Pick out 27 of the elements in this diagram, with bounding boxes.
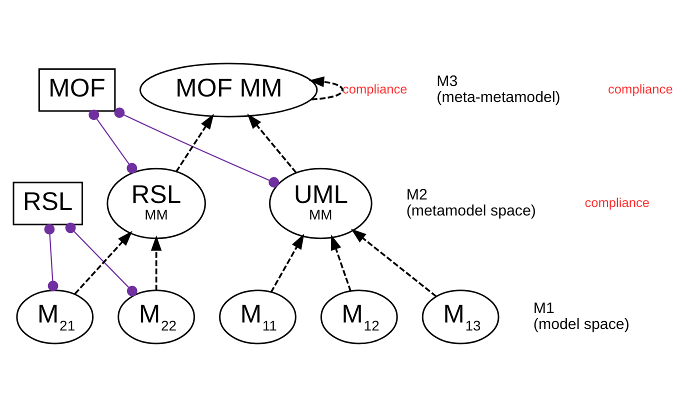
connector: [88, 109, 138, 173]
connector: [65, 222, 138, 296]
label: compliance: [608, 80, 673, 96]
edge-label: compliance: [342, 80, 408, 96]
connector: [114, 106, 280, 188]
arrow: [247, 113, 297, 173]
node-ellipse: RSL MM: [106, 167, 206, 239]
arrow: [270, 233, 304, 292]
node-ellipse: M$_{22}$: [118, 289, 196, 344]
node-ellipse: M$_{11}$: [219, 289, 296, 344]
connector: [44, 224, 58, 291]
arrow: [331, 234, 352, 291]
arrow: [350, 228, 437, 297]
label: M2 (metamodel space): [406, 186, 536, 220]
node-ellipse: M$_{13}$: [422, 289, 500, 344]
node-ellipse: MOF MM: [139, 62, 318, 117]
node-box: RSL: [12, 181, 84, 225]
arrow: [150, 234, 162, 290]
label: compliance: [584, 194, 650, 210]
node-ellipse: M$_{21}$: [16, 289, 94, 344]
label: M3 (meta-metamodel): [436, 72, 560, 106]
arrow: [308, 76, 344, 100]
label: M1 (model space): [533, 299, 630, 333]
arrow: [175, 113, 214, 172]
arrow: [74, 230, 132, 294]
node-ellipse: M$_{12}$: [320, 289, 398, 344]
node-box: MOF: [38, 68, 116, 112]
